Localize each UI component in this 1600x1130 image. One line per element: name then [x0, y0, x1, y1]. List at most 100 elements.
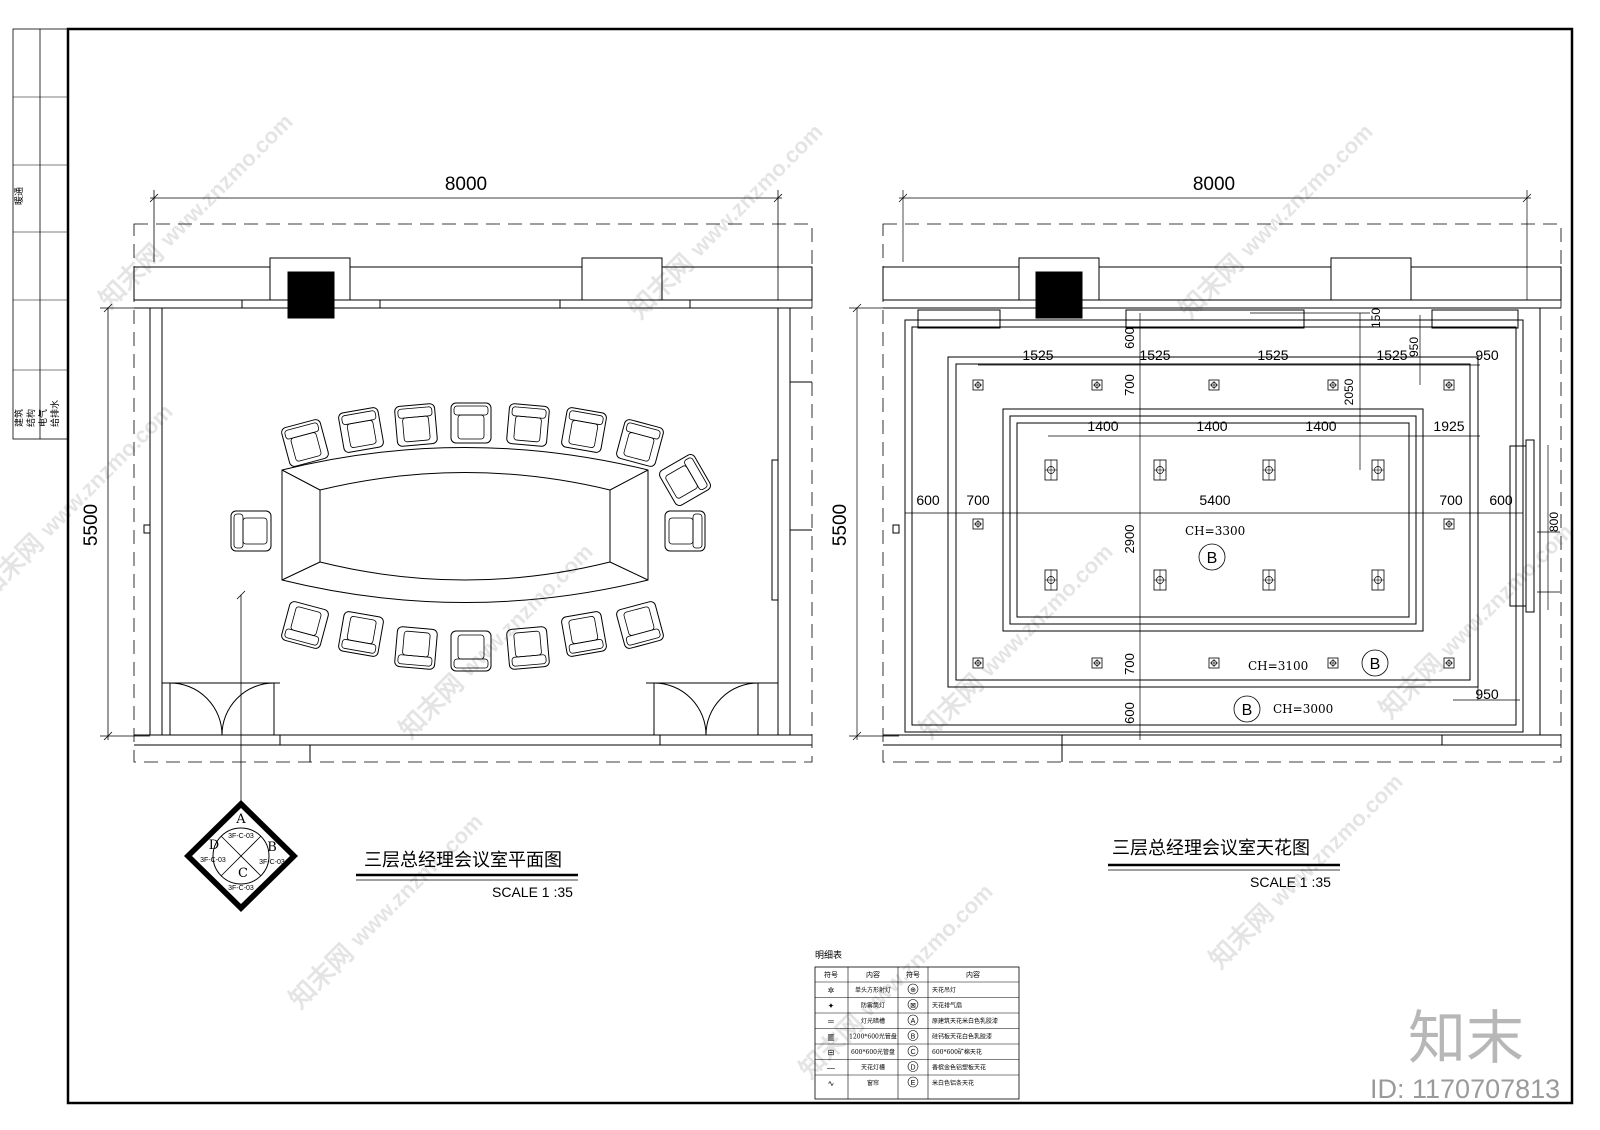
plan-height-dim: 5500 — [81, 504, 102, 546]
dim-inner-1: 1400 — [1087, 418, 1118, 434]
index-letter-d: D — [209, 838, 219, 853]
legend-symbol-icon: ✲ — [828, 986, 835, 995]
ceiling-height-dim: 5500 — [830, 504, 851, 546]
legend-left-item: 防雾筒灯 — [861, 1002, 885, 1010]
chair — [664, 510, 706, 552]
spot-light-icon — [1091, 657, 1103, 669]
dim-vert-1: 600 — [1122, 327, 1137, 349]
light-panel-icon — [1262, 569, 1276, 591]
legend-right-item: 香槟金色铝塑板天花 — [932, 1064, 986, 1072]
column-block — [287, 271, 335, 319]
dim-inner-3: 1400 — [1305, 418, 1336, 434]
strip-label-elec: 电气 — [37, 409, 49, 427]
dim-inner-4: 1925 — [1433, 418, 1464, 434]
strip-label-arch: 建筑 — [13, 409, 25, 427]
spot-light-icon — [1208, 379, 1220, 391]
index-code-top: 3F-C-03 — [228, 833, 254, 840]
ceiling-column-block — [1035, 271, 1083, 319]
chair — [561, 611, 607, 657]
legend-symbol-icon: ∿ — [828, 1079, 835, 1088]
legend-left-item: 600*600光管盘 — [851, 1048, 895, 1056]
spot-light-icon — [972, 657, 984, 669]
chair — [338, 407, 384, 453]
chair — [616, 419, 664, 467]
svg-text:知末网: 知末网 — [913, 668, 989, 744]
strip-label-water: 给排水 — [49, 400, 61, 427]
spot-light-icon — [1443, 379, 1455, 391]
chair — [281, 601, 329, 649]
sheet-border — [66, 27, 1574, 1105]
light-panel-icon — [1153, 569, 1167, 591]
legend-right-symbol: B — [911, 1034, 916, 1041]
legend-right-symbol: D — [910, 1065, 915, 1072]
legend-title: 明细表 — [815, 949, 842, 961]
legend-right-symbol-icon — [907, 1030, 919, 1041]
legend-right-symbol: C — [910, 1049, 915, 1056]
legend-left-item: 单头方形射灯 — [855, 986, 891, 994]
light-panel-icon — [1371, 569, 1385, 591]
chair — [616, 601, 664, 649]
light-panel-icon — [1044, 459, 1058, 481]
svg-text:www.znzmo.com: www.znzmo.com — [685, 119, 828, 262]
ceiling-title: 三层总经理会议室天花图 — [1112, 838, 1310, 859]
legend-symbol-icon: — — [827, 1064, 835, 1073]
legend-right-symbol: E — [911, 1080, 916, 1087]
ceiling-tag-outer: B CH=3000 — [1233, 695, 1333, 723]
dim-top-5: 950 — [1475, 347, 1499, 363]
svg-text:www.znzmo.com: www.znzmo.com — [1435, 519, 1578, 662]
light-panel-icon — [1262, 459, 1276, 481]
svg-text:www.znzmo.com: www.znzmo.com — [155, 109, 298, 252]
index-letter-a: A — [235, 812, 246, 827]
legend-right-symbol-icon — [907, 1076, 919, 1088]
dim-top-3: 1525 — [1257, 347, 1288, 363]
legend-right-symbol: ⊕ — [910, 987, 916, 994]
legend-left-item: 1200*600光管盘 — [849, 1033, 897, 1041]
spot-light-icon — [1443, 657, 1455, 669]
legend-right-symbol-icon — [907, 1014, 919, 1026]
legend-right-item: 天花吊灯 — [932, 986, 956, 994]
spot-light-icon — [1208, 657, 1220, 669]
chair — [450, 630, 492, 672]
tag-ch: CH=3300 — [1185, 524, 1245, 538]
chair — [506, 403, 550, 447]
index-letter-c: C — [238, 866, 248, 881]
side-strip: 暖通 建筑 结构 电气 给排水 — [12, 28, 69, 440]
dim-inner-2: 1400 — [1196, 418, 1227, 434]
plan-dimensions — [100, 190, 783, 810]
legend-symbol-icon: ✦ — [828, 1002, 835, 1011]
light-panel-icon — [1153, 459, 1167, 481]
dim-mid-4: 700 — [1439, 492, 1463, 508]
strip-label-struct: 结构 — [25, 409, 37, 427]
legend-header-1: 符号 — [824, 970, 838, 979]
svg-text:知末网: 知末网 — [393, 668, 469, 744]
legend-right-item: 米白色铝条天花 — [932, 1079, 974, 1087]
legend-left-item: 灯光暗槽 — [861, 1017, 885, 1025]
ceiling-lights-group — [972, 379, 1455, 669]
ceiling-tag-middle: B CH=3100 — [1248, 649, 1389, 677]
svg-text:www.znzmo.com: www.znzmo.com — [1235, 119, 1378, 262]
plan-title: 三层总经理会议室平面图 — [364, 850, 562, 871]
dim-misc-150: 150 — [1369, 308, 1383, 328]
chair — [506, 626, 550, 670]
legend-right-symbol-icon — [907, 983, 919, 995]
dim-vert-5: 600 — [1122, 702, 1137, 724]
ceiling-scale: SCALE 1 :35 — [1250, 874, 1331, 890]
legend-right-symbol: A — [911, 1018, 916, 1025]
tag-letter: B — [1370, 656, 1381, 673]
spot-light-icon — [1443, 518, 1455, 530]
svg-text:www.znzmo.com: www.znzmo.com — [855, 879, 998, 1022]
plan-scale: SCALE 1 :35 — [492, 884, 573, 900]
tag-letter: B — [1207, 550, 1218, 567]
chairs-group — [230, 402, 711, 672]
dim-misc-950b: 950 — [1475, 686, 1499, 702]
legend-right-symbol-icon — [907, 999, 919, 1010]
dim-mid-3: 5400 — [1199, 492, 1230, 508]
spot-light-icon — [972, 379, 984, 391]
